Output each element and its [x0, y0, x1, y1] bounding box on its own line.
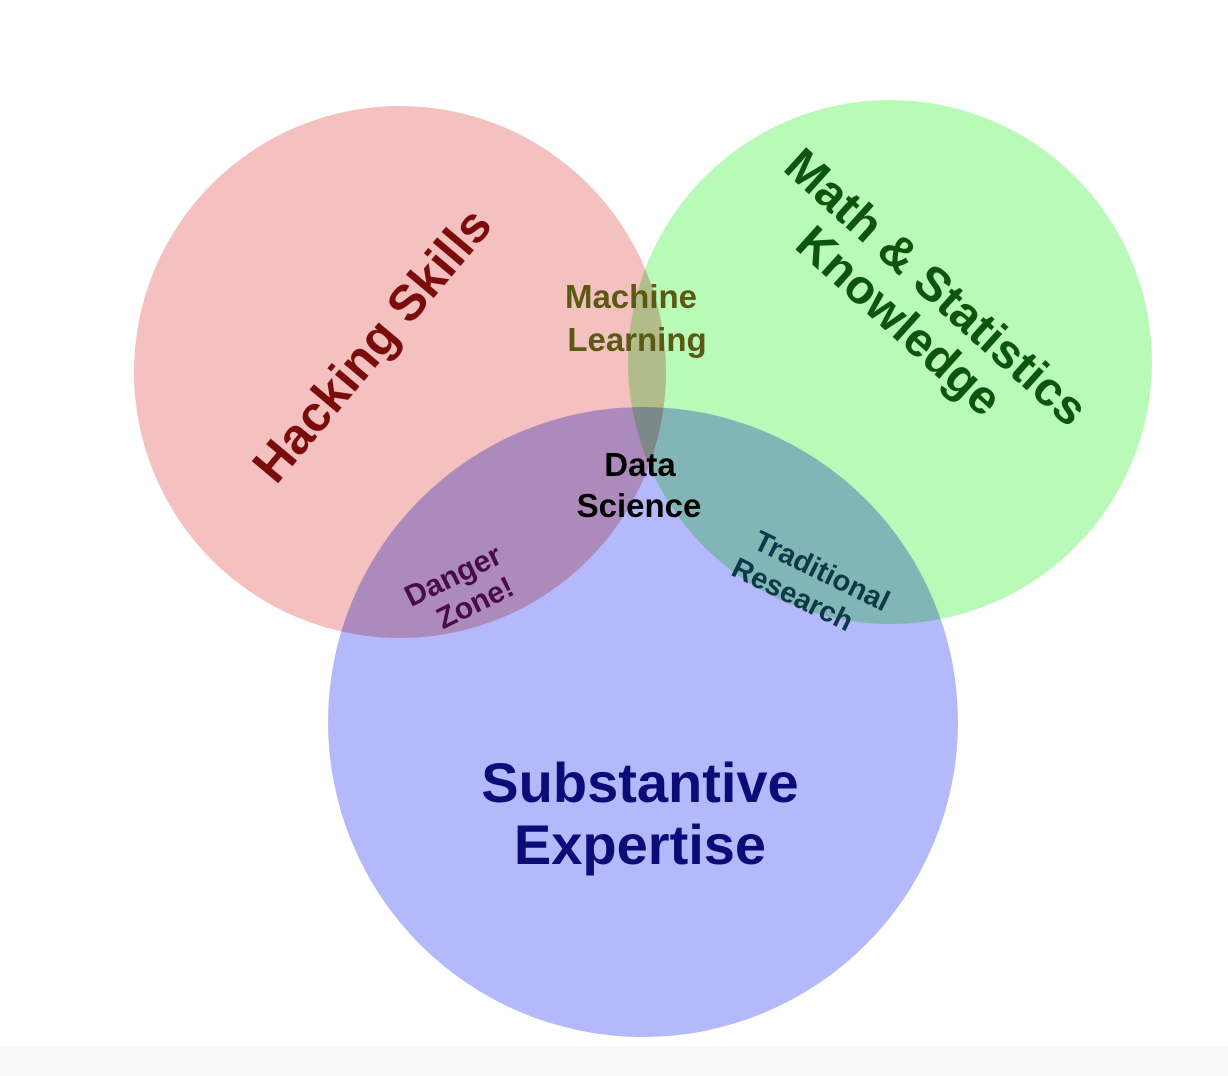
label-ds-line-2: Science: [577, 487, 702, 524]
footer-strip: [0, 1047, 1228, 1076]
label-ml-line-2: Learning: [567, 321, 706, 358]
label-machine-learning: Machine Learning: [565, 278, 707, 358]
label-ml-line-1: Machine: [565, 278, 697, 315]
label-ds-line-1: Data: [604, 446, 676, 483]
circle-substantive-expertise: [328, 407, 958, 1037]
label-substantive-expertise: Substantive Expertise: [481, 751, 798, 876]
venn-diagram: Hacking Skills Math & Statistics Knowled…: [134, 100, 1152, 1037]
label-substantive-line-2: Expertise: [514, 813, 766, 876]
label-data-science: Data Science: [577, 446, 702, 524]
label-substantive-line-1: Substantive: [481, 751, 798, 814]
